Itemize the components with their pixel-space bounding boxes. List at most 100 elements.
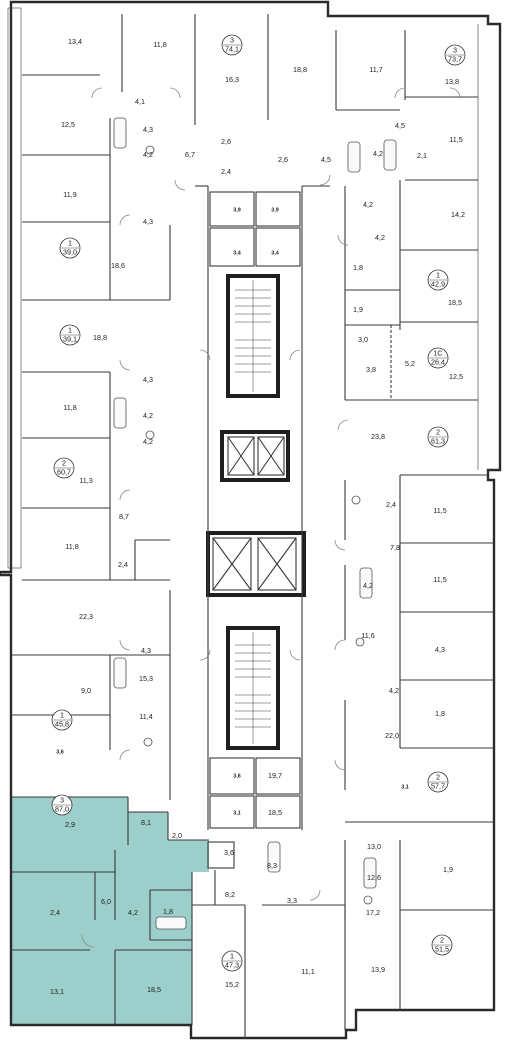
room-area-label: 11,5 [433, 506, 446, 515]
apartment-area: 57,7 [431, 781, 445, 790]
apartment-room-count: 2 [436, 427, 440, 436]
apartment-area: 73,7 [448, 54, 462, 63]
room-area-label: 8,2 [225, 890, 235, 899]
room-area-label: 11,8 [153, 40, 166, 49]
room-area-label: 7,8 [390, 543, 400, 552]
highlighted-apartment[interactable] [11, 797, 209, 1025]
apartment-marker-u-right-2-61[interactable]: 261,3 [427, 426, 449, 448]
room-area-label: 3,4 [271, 250, 279, 256]
apartment-marker-u-left-2-60[interactable]: 260,7 [53, 457, 75, 479]
room-area-label: 4,2 [375, 233, 385, 242]
room-area-label: 13,4 [68, 37, 82, 46]
room-area-label: 2,4 [50, 908, 60, 917]
room-area-label: 11,8 [65, 542, 78, 551]
apartment-room-count: 2 [436, 772, 440, 781]
room-area-label: 4,2 [389, 686, 399, 695]
right-block-walls [335, 30, 494, 1010]
apartment-room-count: 1 [60, 710, 64, 719]
room-area-label: 23,8 [371, 432, 385, 441]
room-area-label: 15,3 [139, 674, 153, 683]
apartment-area: 45,8 [55, 719, 69, 728]
room-area-label: 2,9 [65, 820, 75, 829]
room-area-label: 3,1 [233, 810, 241, 816]
room-area-label: 1,9 [353, 305, 363, 314]
room-area-label: 2,0 [172, 831, 182, 840]
room-area-label: 11,9 [63, 190, 76, 199]
room-area-label: 17,2 [366, 908, 380, 917]
room-area-label: 4,3 [435, 645, 445, 654]
room-area-label: 4,2 [373, 149, 383, 158]
room-area-label: 11,7 [369, 65, 382, 74]
room-area-label: 4,2 [143, 150, 153, 159]
room-area-label: 5,2 [405, 359, 415, 368]
room-area-label: 1,8 [163, 907, 173, 916]
room-area-label: 18,8 [93, 333, 107, 342]
apartment-marker-u-right-2-51[interactable]: 251,5 [431, 934, 453, 956]
door-swings [81, 87, 461, 948]
room-area-label: 15,2 [225, 980, 239, 989]
room-area-label: 3,1 [401, 784, 409, 790]
room-area-label: 12,5 [449, 372, 463, 381]
room-area-label: 4,3 [143, 125, 153, 134]
room-area-label: 1,9 [443, 865, 453, 874]
room-area-label: 3,6 [233, 773, 241, 779]
room-area-label: 4,3 [143, 217, 153, 226]
bottom-block-walls [11, 797, 346, 1038]
apartment-area: 26,4 [431, 357, 445, 366]
room-area-label: 11,5 [433, 575, 446, 584]
room-area-label: 13,9 [371, 965, 385, 974]
apartment-marker-u-left-top-3[interactable]: 374,1 [221, 34, 243, 56]
room-area-label: 13,1 [50, 987, 64, 996]
apartment-room-count: 1 [68, 325, 72, 334]
room-area-label: 11,5 [449, 135, 462, 144]
room-area-label: 18,5 [448, 298, 462, 307]
room-area-label: 2,4 [221, 167, 231, 176]
apartment-area: 61,3 [431, 436, 445, 445]
apartment-area: 42,9 [431, 279, 445, 288]
apartment-room-count: 3 [60, 795, 64, 804]
room-area-label: 2,1 [417, 151, 427, 160]
apartment-area: 74,1 [225, 44, 239, 53]
apartment-room-count: 1С [433, 348, 442, 357]
apartment-marker-u-right-top-3[interactable]: 373,7 [444, 44, 466, 66]
apartment-room-count: 3 [230, 35, 234, 44]
room-area-label: 22,3 [79, 612, 93, 621]
room-area-label: 6,7 [185, 150, 195, 159]
room-area-label: 4,3 [143, 375, 153, 384]
apartment-marker-u-right-2-57[interactable]: 257,7 [427, 771, 449, 793]
apartment-area: 47,3 [225, 960, 239, 969]
room-area-label: 18,5 [147, 985, 161, 994]
room-area-label: 3,9 [271, 207, 279, 213]
room-area-label: 1,8 [435, 709, 445, 718]
room-area-label: 4,2 [363, 581, 373, 590]
room-area-label: 4,5 [321, 155, 331, 164]
room-area-label: 11,1 [301, 967, 314, 976]
apartment-room-count: 3 [453, 45, 457, 54]
bathroom-fixtures [113, 117, 397, 930]
room-area-label: 12,5 [61, 120, 75, 129]
room-area-label: 2,4 [118, 560, 128, 569]
apartment-area: 39,1 [63, 334, 77, 343]
apartment-marker-u-left-1-391[interactable]: 139,1 [59, 324, 81, 346]
room-area-label: 2,4 [386, 500, 396, 509]
room-area-label: 14,2 [451, 210, 465, 219]
apartment-room-count: 1 [68, 238, 72, 247]
room-area-label: 4,2 [128, 908, 138, 917]
apartment-marker-u-left-1-39[interactable]: 139,0 [59, 237, 81, 259]
apartment-marker-u-left-1-45[interactable]: 145,8 [51, 709, 73, 731]
room-area-label: 18,8 [293, 65, 307, 74]
room-area-label: 8,3 [267, 861, 277, 870]
room-area-label: 4,1 [135, 97, 145, 106]
room-area-label: 18,6 [111, 261, 125, 270]
room-area-label: 11,8 [63, 403, 76, 412]
room-area-label: 11,6 [361, 631, 374, 640]
apartment-marker-u-bottom-1-47[interactable]: 147,3 [221, 950, 243, 972]
room-area-label: 3,8 [366, 365, 376, 374]
apartment-marker-u-right-1-42[interactable]: 142,9 [427, 269, 449, 291]
room-area-label: 13,0 [367, 842, 381, 851]
apartment-marker-u-left-3-87[interactable]: 387,0 [51, 794, 73, 816]
